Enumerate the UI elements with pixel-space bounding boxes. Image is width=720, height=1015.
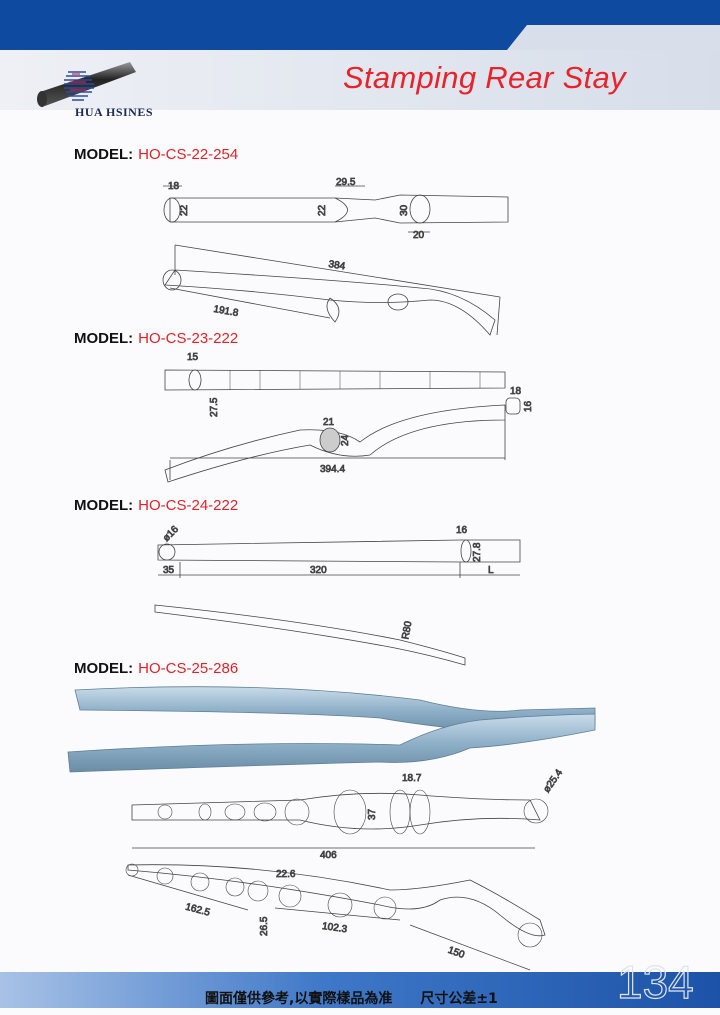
dim-label: 26.5 <box>259 916 270 936</box>
model-heading-2: MODEL:HO-CS-23-222 <box>74 330 238 347</box>
header-banner <box>0 0 720 110</box>
page-number: 134 <box>616 955 694 1008</box>
dim-label: ø25.4 <box>541 767 565 795</box>
dim-label: 22 <box>179 204 190 216</box>
drawing-ho-cs-23-222: 15 27.5 18 16 21 24 394.4 <box>164 352 534 483</box>
footer-band <box>0 972 720 1008</box>
dim-label: 30 <box>399 204 410 216</box>
model-label: MODEL: <box>74 146 134 163</box>
company-logo <box>37 62 136 107</box>
dim-label: 24 <box>340 434 351 446</box>
model-label: MODEL: <box>74 330 134 347</box>
dim-label: ø16 <box>161 524 181 544</box>
dim-label: 29.5 <box>336 177 356 188</box>
dim-label: 16 <box>456 525 468 536</box>
dim-label: 320 <box>310 565 327 576</box>
dim-label: 21 <box>323 417 335 428</box>
dim-label: 191.8 <box>213 304 240 319</box>
model-code: HO-CS-24-222 <box>138 497 239 514</box>
model-code: HO-CS-23-222 <box>138 330 239 347</box>
model-heading-3: MODEL:HO-CS-24-222 <box>74 497 238 514</box>
brand-name: HUA HSINES <box>75 105 154 119</box>
drawing-ho-cs-25-286: 18.7 37 ø25.4 406 22.6 162.5 26.5 102.3 … <box>67 686 596 971</box>
dim-label: 18.7 <box>402 773 422 784</box>
dim-label: 20 <box>413 230 425 241</box>
model-label: MODEL: <box>74 497 134 514</box>
dim-label: 18 <box>510 386 522 397</box>
dim-label: 22 <box>317 204 328 216</box>
dim-label: 150 <box>446 945 466 961</box>
model-heading-1: MODEL:HO-CS-22-254 <box>74 146 238 163</box>
dim-label: 22.6 <box>276 869 296 880</box>
dim-label: 162.5 <box>184 902 211 919</box>
model-label: MODEL: <box>74 660 134 677</box>
model-code: HO-CS-25-286 <box>138 660 239 677</box>
page-title: Stamping Rear Stay <box>343 60 626 95</box>
dim-label: 27.5 <box>209 397 220 417</box>
dim-label: 406 <box>320 850 337 861</box>
drawing-ho-cs-24-222: ø16 16 27.8 35 320 L R80 <box>154 523 521 666</box>
dim-label: 35 <box>163 565 175 576</box>
dim-label: 15 <box>187 352 199 363</box>
model-code: HO-CS-22-254 <box>138 146 239 163</box>
footer-note: 圖面僅供參考,以實際樣品為准 尺寸公差±1 <box>205 991 498 1007</box>
dim-label: 18 <box>168 181 180 192</box>
dim-label: 27.8 <box>472 542 483 562</box>
dim-label: L <box>488 565 494 576</box>
dim-label: 102.3 <box>321 921 348 935</box>
dim-label: R80 <box>400 620 414 640</box>
dim-label: 16 <box>523 400 534 412</box>
drawing-ho-cs-22-254: 18 22 29.5 22 30 20 384 191.8 <box>162 177 509 336</box>
dim-label: 37 <box>367 808 378 820</box>
dim-label: 394.4 <box>320 464 345 475</box>
dim-label: 384 <box>328 259 347 273</box>
model-heading-4: MODEL:HO-CS-25-286 <box>74 660 238 677</box>
